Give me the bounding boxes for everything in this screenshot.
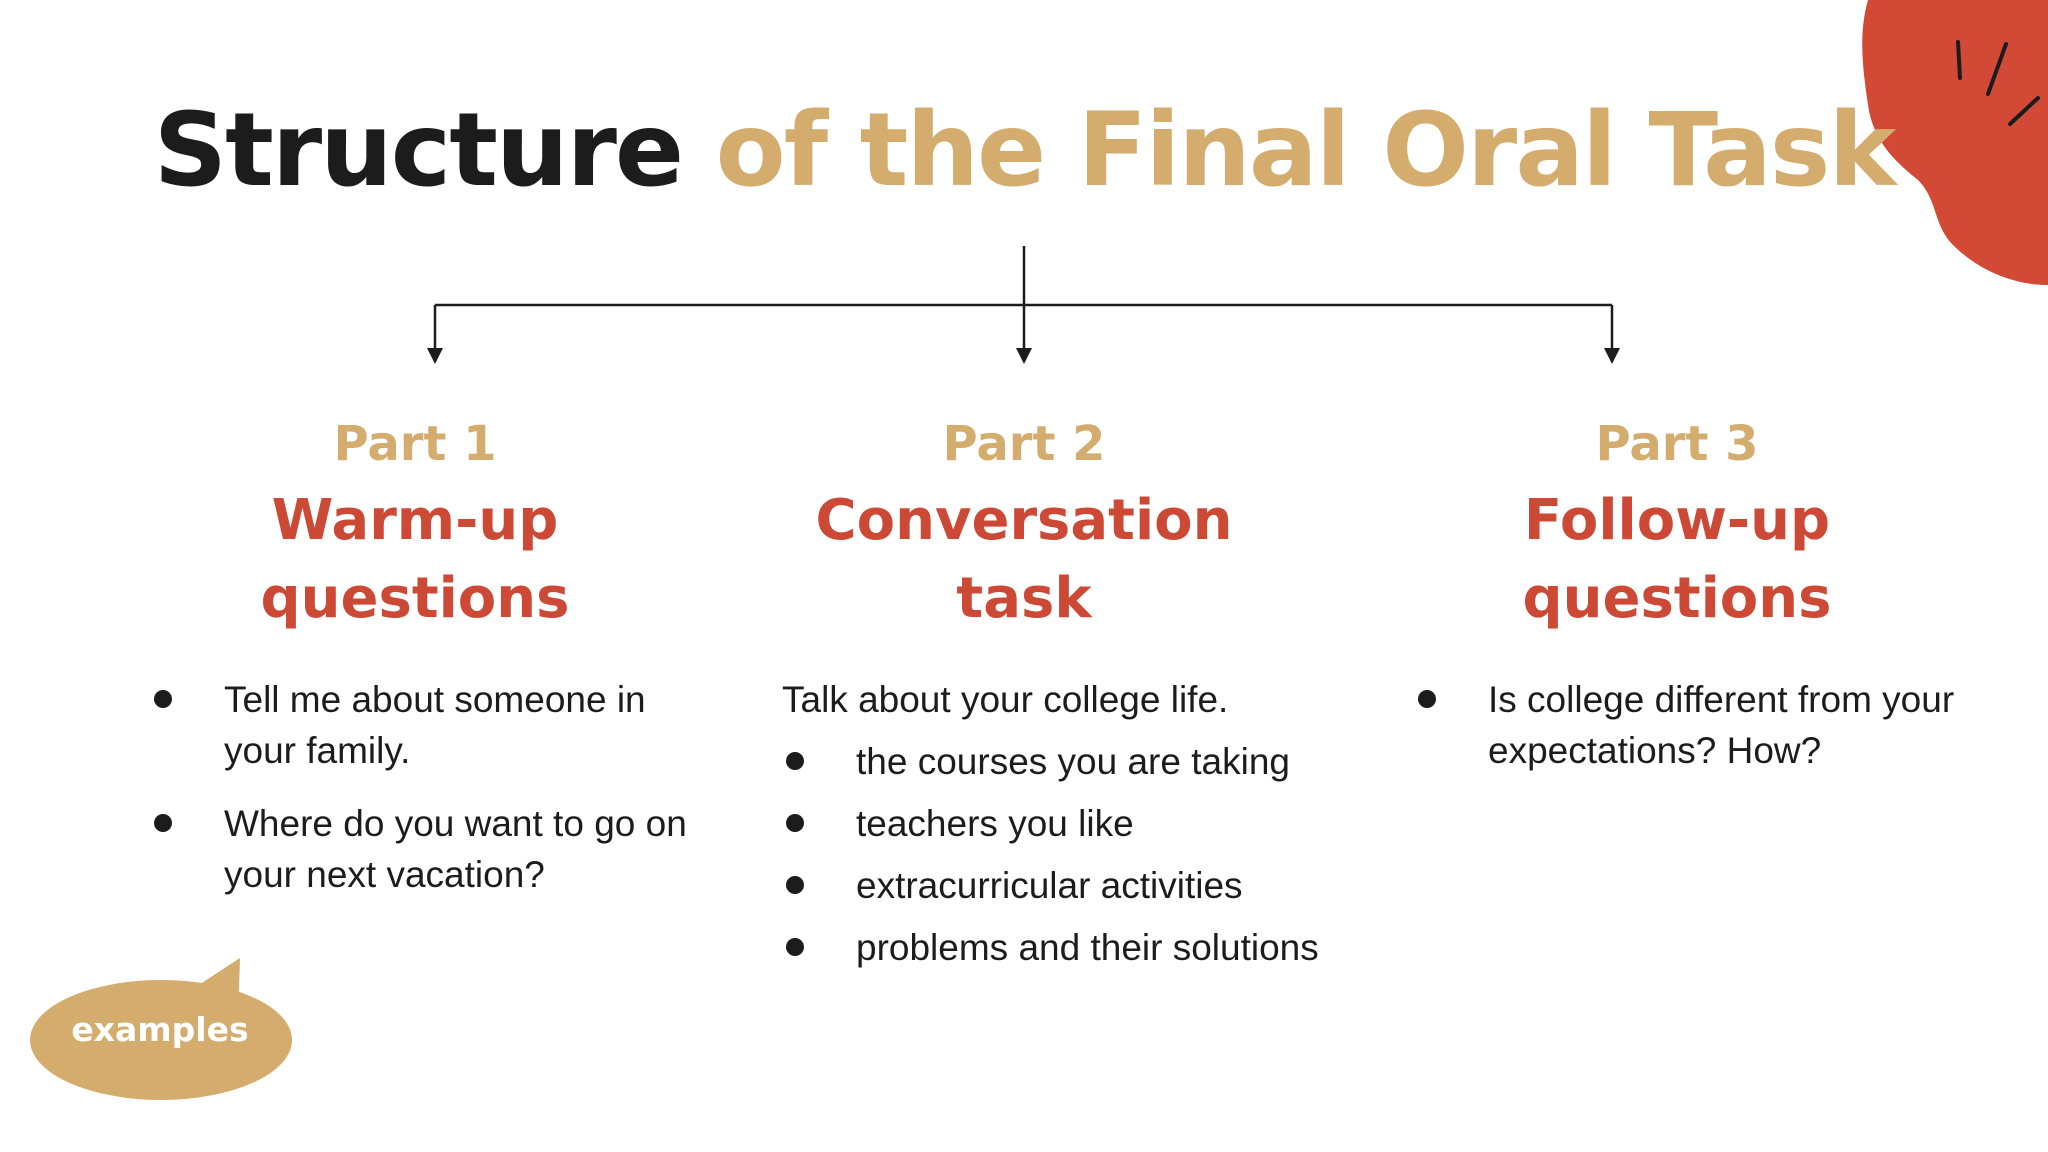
part-name-line1: Follow-up [1523,488,1831,553]
arrow-down-icon [1016,348,1032,364]
list-item: extracurricular activities [784,860,1404,911]
part-name-line1: Warm-up [271,488,559,553]
bubble-label: examples [71,1010,249,1049]
title-part2: of the Final Oral Task [715,91,1897,210]
bullet-icon [786,752,804,770]
list-item: teachers you like [784,798,1404,849]
part-2-examples: the courses you are taking teachers you … [784,736,1404,984]
speech-bubble [30,958,292,1100]
part-number: Part 2 [942,416,1106,472]
part-1-header: Part 1 Warm-up questions [215,406,615,638]
part-2-lead: Talk about your college life. [782,679,1229,720]
page-title: Structure of the Final Oral Task [0,100,2048,202]
bullet-icon [786,876,804,894]
bullet-icon [1418,690,1436,708]
part-name-line2: questions [260,566,570,631]
title-part1: Structure [153,91,684,210]
part-name-line2: questions [1522,566,1832,631]
part-3-examples: Is college different from your expectati… [1416,674,1956,798]
list-item: Is college different from your expectati… [1416,674,1956,776]
part-2-header: Part 2 Conversation task [784,406,1264,638]
bullet-icon [786,938,804,956]
list-item: Where do you want to go on your next vac… [152,798,692,900]
part-number: Part 3 [1595,416,1759,472]
list-item: Tell me about someone in your family. [152,674,692,776]
bullet-icon [154,814,172,832]
tree-connector [427,246,1620,364]
list-item: the courses you are taking [784,736,1404,787]
decorative-blob [1862,0,2048,285]
list-item: problems and their solutions [784,922,1404,973]
part-number: Part 1 [333,416,497,472]
part-1-examples: Tell me about someone in your family. Wh… [152,674,692,922]
arrow-down-icon [1604,348,1620,364]
arrow-down-icon [427,348,443,364]
bullet-icon [154,690,172,708]
bullet-icon [786,814,804,832]
part-name-line2: task [956,566,1092,631]
sparkle-icon [1956,40,2040,126]
part-3-header: Part 3 Follow-up questions [1477,406,1877,638]
part-name-line1: Conversation [815,488,1233,553]
